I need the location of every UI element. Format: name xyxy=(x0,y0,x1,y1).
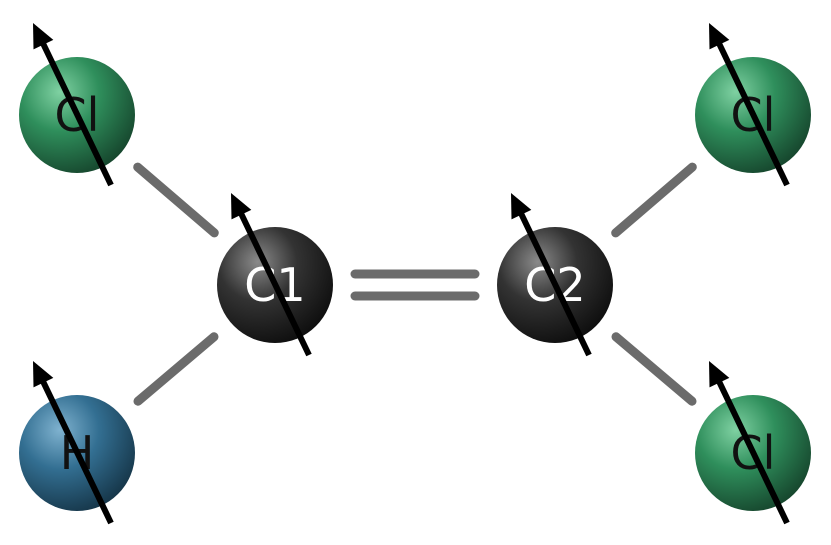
bond-c2-cl-bottom-right xyxy=(611,332,697,406)
bonds-layer xyxy=(133,162,697,406)
spin-arrow-icon xyxy=(33,361,114,525)
spin-arrow-shaft xyxy=(234,203,312,357)
spin-arrow-shaft xyxy=(712,371,790,525)
bond-c2-cl-top-right xyxy=(611,162,697,238)
single-bond-line xyxy=(611,332,697,406)
spin-arrow-icon xyxy=(709,23,790,187)
bond-c1-c2 xyxy=(350,269,480,301)
single-bond-line xyxy=(611,162,697,238)
bond-cl-top-left-c1 xyxy=(133,162,219,238)
single-bond-line xyxy=(133,332,219,406)
spin-arrow-shaft xyxy=(514,203,592,357)
spin-arrow-shaft xyxy=(36,371,114,525)
single-bond-line xyxy=(133,162,219,238)
spin-arrow-head xyxy=(511,193,532,220)
spin-arrow-icon xyxy=(709,361,790,525)
spin-arrow-icon xyxy=(231,193,312,357)
spin-arrow-shaft xyxy=(712,33,790,187)
spin-arrow-icon xyxy=(33,23,114,187)
spin-arrow-head xyxy=(33,23,54,50)
spin-arrow-icon xyxy=(511,193,592,357)
spin-arrow-head xyxy=(709,23,730,50)
spin-arrow-head xyxy=(709,361,730,388)
spin-arrow-head xyxy=(33,361,54,388)
spin-arrow-head xyxy=(231,193,252,220)
spin-arrows-layer xyxy=(33,23,790,525)
atoms-layer: ClHC1C2ClCl xyxy=(19,57,811,511)
bond-h-bottom-left-c1 xyxy=(133,332,219,406)
spin-arrow-shaft xyxy=(36,33,114,187)
